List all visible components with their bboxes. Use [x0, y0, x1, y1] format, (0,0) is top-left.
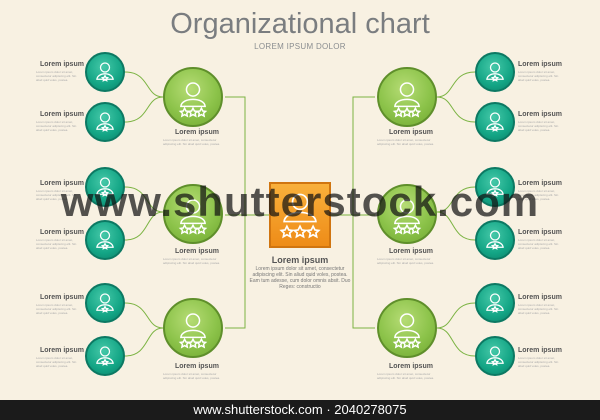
small-node: [85, 167, 125, 207]
small-description: Lorem ipsum dolor sit amet, consectetur …: [518, 189, 559, 201]
person-with-star-icon: [96, 177, 114, 197]
mid-node-right-top: [377, 67, 437, 127]
person-with-star-icon: [486, 293, 504, 313]
small-label: Lorem ipsum: [40, 111, 84, 118]
person-with-star-icon: [96, 62, 114, 82]
small-label: Lorem ipsum: [518, 111, 562, 118]
person-with-stars-icon: [178, 313, 208, 349]
mid-description: Lorem ipsum dolor sit amet, consectetur …: [163, 138, 221, 146]
small-label: Lorem ipsum: [518, 61, 562, 68]
small-description: Lorem ipsum dolor sit amet, consectetur …: [36, 120, 77, 132]
small-description: Lorem ipsum dolor sit amet, consectetur …: [36, 238, 77, 250]
person-with-star-icon: [486, 62, 504, 82]
person-with-star-icon: [486, 177, 504, 197]
mid-description: Lorem ipsum dolor sit amet, consectetur …: [377, 372, 435, 380]
person-with-stars-icon: [392, 82, 422, 118]
small-description: Lorem ipsum dolor sit amet, consectetur …: [36, 303, 77, 315]
mid-node-left-mid: [163, 184, 223, 244]
small-label: Lorem ipsum: [40, 294, 84, 301]
mid-label: Lorem ipsum: [389, 248, 433, 255]
mid-node-left-top: [163, 67, 223, 127]
mid-description: Lorem ipsum dolor sit amet, consectetur …: [377, 138, 435, 146]
center-label: Lorem ipsum: [271, 255, 329, 265]
mid-description: Lorem ipsum dolor sit amet, consectetur …: [163, 257, 221, 265]
center-description: Lorem ipsum dolor sit amet, consectetur …: [249, 266, 351, 290]
watermark: www.shutterstock.com: [60, 178, 540, 225]
mid-label: Lorem ipsum: [175, 129, 219, 136]
person-with-stars-icon: [392, 313, 422, 349]
small-label: Lorem ipsum: [40, 180, 84, 187]
person-with-stars-icon: [279, 193, 321, 239]
footer-bar: www.shutterstock.com · 2040278075: [0, 400, 600, 420]
mid-label: Lorem ipsum: [175, 248, 219, 255]
small-description: Lorem ipsum dolor sit amet, consectetur …: [36, 70, 77, 82]
small-label: Lorem ipsum: [40, 347, 84, 354]
person-with-stars-icon: [392, 199, 422, 235]
mid-node-right-bottom: [377, 298, 437, 358]
small-description: Lorem ipsum dolor sit amet, consectetur …: [518, 356, 559, 368]
person-with-star-icon: [486, 112, 504, 132]
mid-description: Lorem ipsum dolor sit amet, consectetur …: [163, 372, 221, 380]
small-node: [85, 336, 125, 376]
small-node: [475, 283, 515, 323]
small-node: [85, 283, 125, 323]
small-node: [85, 52, 125, 92]
small-node: [475, 102, 515, 142]
small-node: [475, 220, 515, 260]
small-label: Lorem ipsum: [40, 229, 84, 236]
person-with-stars-icon: [178, 82, 208, 118]
person-with-star-icon: [96, 293, 114, 313]
small-description: Lorem ipsum dolor sit amet, consectetur …: [36, 356, 77, 368]
center-node: [269, 182, 331, 248]
mid-node-right-mid: [377, 184, 437, 244]
small-description: Lorem ipsum dolor sit amet, consectetur …: [518, 120, 559, 132]
mid-label: Lorem ipsum: [389, 129, 433, 136]
small-description: Lorem ipsum dolor sit amet, consectetur …: [518, 238, 559, 250]
small-description: Lorem ipsum dolor sit amet, consectetur …: [36, 189, 77, 201]
small-label: Lorem ipsum: [518, 180, 562, 187]
small-label: Lorem ipsum: [40, 61, 84, 68]
person-with-star-icon: [486, 230, 504, 250]
person-with-star-icon: [96, 230, 114, 250]
person-with-star-icon: [96, 112, 114, 132]
small-label: Lorem ipsum: [518, 294, 562, 301]
small-node: [475, 336, 515, 376]
mid-label: Lorem ipsum: [389, 363, 433, 370]
mid-label: Lorem ipsum: [175, 363, 219, 370]
small-label: Lorem ipsum: [518, 229, 562, 236]
small-node: [85, 220, 125, 260]
small-node: [475, 167, 515, 207]
small-description: Lorem ipsum dolor sit amet, consectetur …: [518, 70, 559, 82]
mid-description: Lorem ipsum dolor sit amet, consectetur …: [377, 257, 435, 265]
small-label: Lorem ipsum: [518, 347, 562, 354]
page-subtitle: LOREM IPSUM DOLOR: [254, 42, 346, 51]
person-with-stars-icon: [178, 199, 208, 235]
mid-node-left-bottom: [163, 298, 223, 358]
person-with-star-icon: [96, 346, 114, 366]
small-node: [85, 102, 125, 142]
person-with-star-icon: [486, 346, 504, 366]
page-title: Organizational chart: [170, 8, 430, 40]
small-description: Lorem ipsum dolor sit amet, consectetur …: [518, 303, 559, 315]
small-node: [475, 52, 515, 92]
